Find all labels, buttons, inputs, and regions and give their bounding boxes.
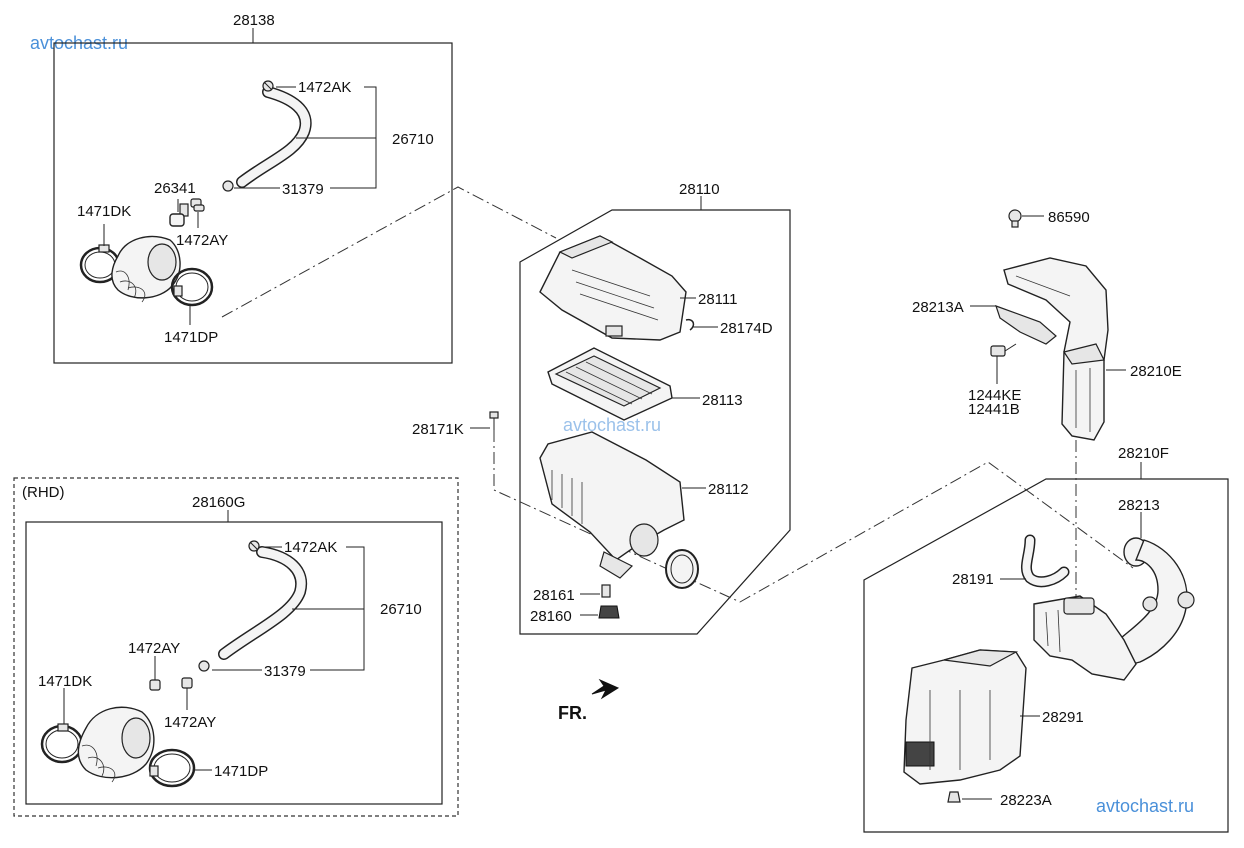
label-28210E: 28210E [1130,363,1182,380]
rhd-tag: (RHD) [22,484,65,501]
cleaner-leaders [470,297,718,616]
clamp-1472AY-icon [190,198,205,212]
top-leaders [103,86,377,325]
label-1244KE: 1244KE [968,387,1021,404]
connection-lines [221,186,1134,615]
rhd-breather-hose-26710 [218,546,308,660]
label-rhd-1472AY-a: 1472AY [128,640,180,657]
label-top-26710: 26710 [392,131,434,148]
front-arrow-icon [591,678,620,700]
rhd-clamp-1471DK-icon [40,723,84,764]
cleaner-body-28112-icon [539,431,685,579]
label-top-1472AY: 1472AY [176,232,228,249]
mount-28160-icon [598,605,620,619]
group-28110: 28110 [519,181,791,635]
label-28174D: 28174D [720,320,773,337]
group-28210F: 28210F [863,445,1229,833]
hose-28191-icon [1020,534,1070,588]
clip-28223A-icon [947,791,961,803]
label-rhd-31379: 31379 [264,663,306,680]
label-rhd-1471DP: 1471DP [214,763,268,780]
rhd-clamp-1472AY-a-icon [149,679,161,691]
bush-28161-icon [601,584,611,598]
rhd-intake-hose-icon [77,706,155,783]
label-28171K: 28171K [412,421,464,438]
rhd-clamp-31379-icon [198,660,210,672]
label-top-26341: 26341 [154,180,196,197]
label-rhd-1472AY-b: 1472AY [164,714,216,731]
label-28161: 28161 [533,587,575,604]
bolt-1244KE-icon [990,343,1017,357]
breather-hose-26710 [236,86,312,188]
watermark-bottom-right: avtochast.ru [1096,796,1194,816]
rhd-clamp-1472AY-b-icon [181,677,193,689]
front-label: FR. [558,703,587,723]
group-label-28160G: 28160G [192,494,245,511]
duct-leaders [962,215,1142,800]
intake-hose-top-icon [111,235,181,303]
clamp-31379-icon [222,180,234,192]
rhd-clamp-1472AK-icon [248,540,260,552]
label-rhd-1472AK: 1472AK [284,539,337,556]
bracket-28213A-icon [995,305,1057,345]
label-rhd-1471DK: 1471DK [38,673,92,690]
hose-clamp-ring-icon [665,549,699,589]
clamp-1471DP-icon [170,267,214,307]
resonator-box-28291-icon [903,649,1027,785]
group-label-28110: 28110 [679,181,720,198]
cleaner-cover-28111-icon [539,235,687,341]
group-rhd: (RHD) 28160G [13,477,459,817]
label-28213A: 28213A [912,299,964,316]
label-top-1471DK: 1471DK [77,203,131,220]
label-28113: 28113 [702,392,743,409]
label-top-1472AK: 1472AK [298,79,351,96]
label-12441B: 12441B [968,401,1020,418]
label-top-1471DP: 1471DP [164,329,218,346]
bolt-28171K-icon [489,411,499,430]
clip-86590-icon [1008,209,1022,228]
clamp-1472AK-icon [262,80,274,92]
group-label-28210F: 28210F [1118,445,1169,462]
watermark-center: avtochast.ru [563,415,661,435]
label-rhd-26710: 26710 [380,601,422,618]
label-28160: 28160 [530,608,572,625]
label-28191: 28191 [952,571,994,588]
rhd-clamp-1471DP-icon [148,748,196,788]
label-86590: 86590 [1048,209,1090,226]
label-28213: 28213 [1118,497,1160,514]
nipple-26341-icon [169,203,189,227]
duct-28210E-icon [1003,257,1109,441]
group-28138: 28138 [53,12,453,364]
filter-element-28113-icon [547,347,673,421]
label-28111: 28111 [698,291,738,308]
clip-28174D-icon [685,318,695,331]
group-label-28138: 28138 [233,12,275,29]
rhd-leaders [63,546,365,771]
label-top-31379: 31379 [282,181,324,198]
label-28112: 28112 [708,481,749,498]
front-direction-indicator: FR. [558,678,620,723]
label-28223A: 28223A [1000,792,1052,809]
label-28291: 28291 [1042,709,1084,726]
intake-duct-hose-icon [1033,595,1137,681]
